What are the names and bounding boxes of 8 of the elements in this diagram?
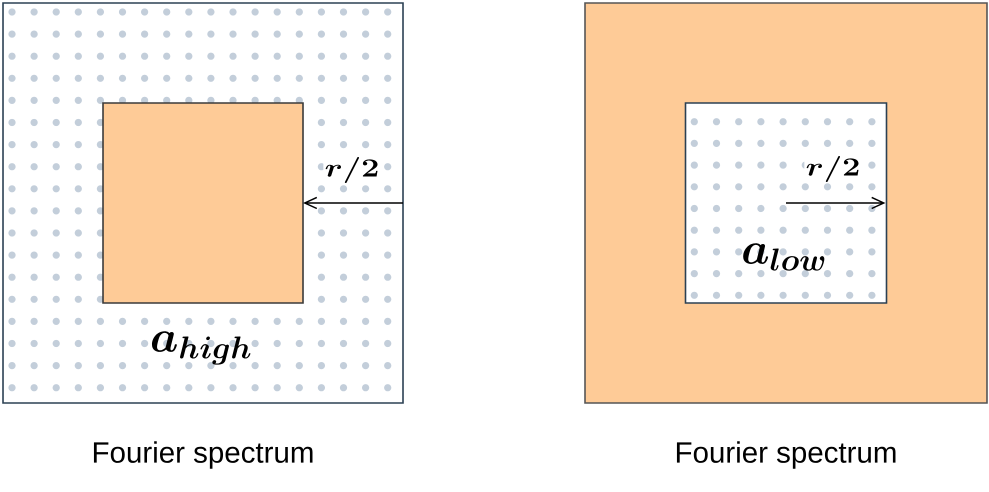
math-label: $a_{high}$ (152, 331, 250, 365)
arrow (786, 196, 886, 210)
caption: Fourier spectrum (94, 441, 312, 469)
edge-label: $r/2$ (804, 155, 862, 183)
filled-square (102, 102, 304, 304)
edge-label: $r/2$ (323, 156, 381, 184)
caption: Fourier spectrum (676, 441, 896, 469)
arrow (303, 196, 403, 210)
